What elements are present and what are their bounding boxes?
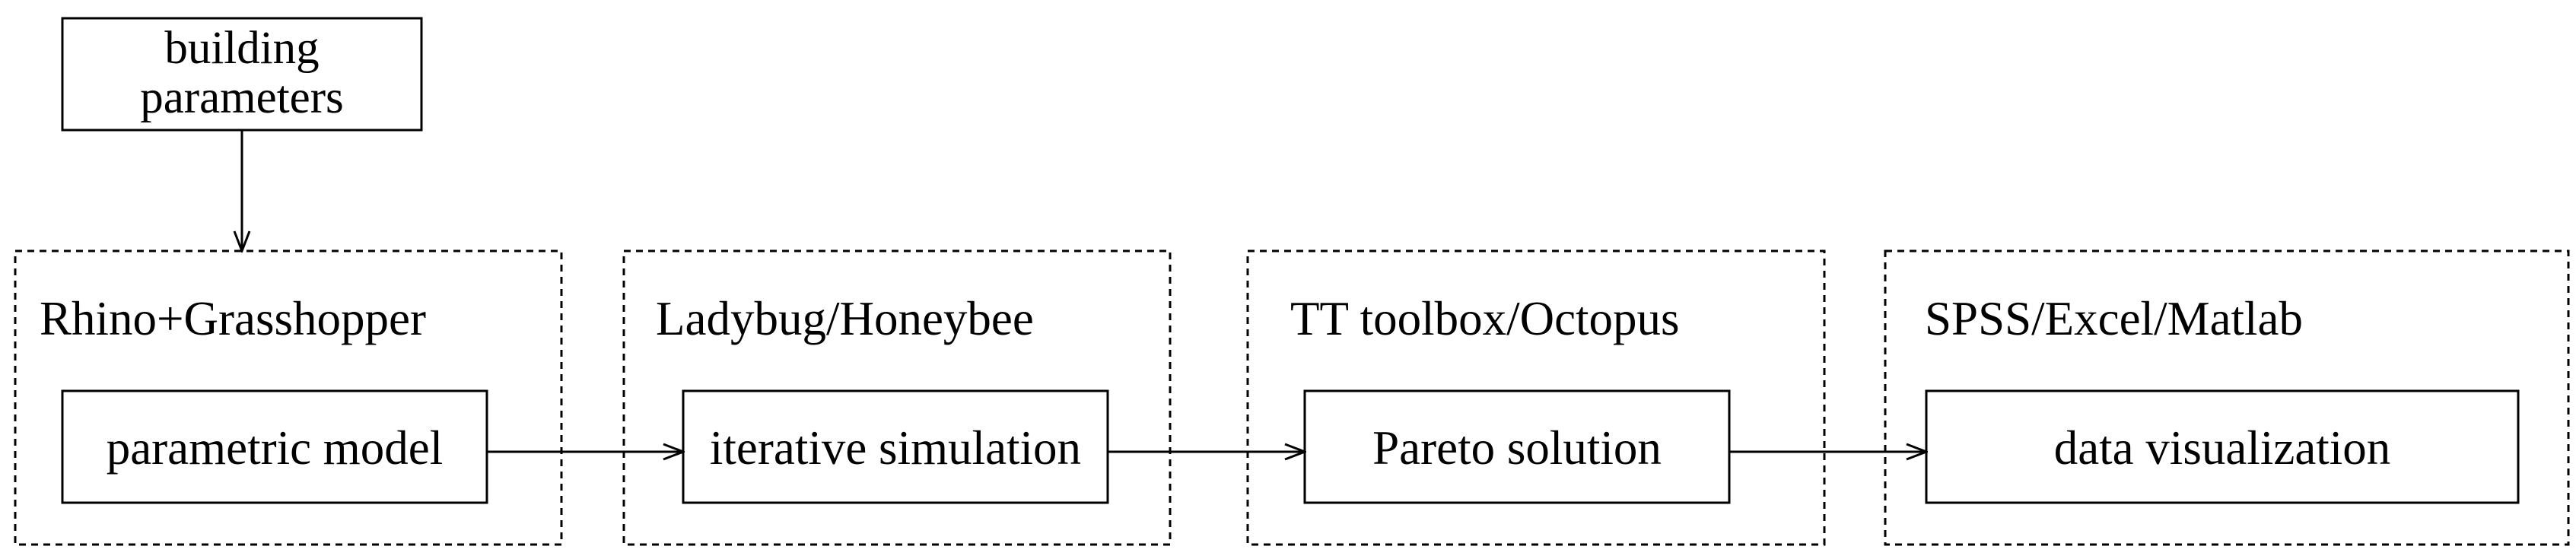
iterative-simulation-label: iterative simulation [710,421,1081,475]
parametric-model-label: parametric model [107,421,444,475]
group-title-ladybug-honeybee: Ladybug/Honeybee [656,292,1034,345]
group-title-tt-toolbox-octopus: TT toolbox/Octopus [1290,292,1680,345]
data-visualization-label: data visualization [2054,421,2391,475]
pareto-solution-label: Pareto solution [1372,421,1662,475]
iterative-simulation-node: iterative simulation [682,389,1109,504]
group-tt-toolbox-octopus: TT toolbox/Octopus Pareto solution [1246,249,1826,546]
group-title-spss-excel-matlab: SPSS/Excel/Matlab [1925,292,2303,345]
data-visualization-node: data visualization [1925,389,2520,504]
pareto-solution-node: Pareto solution [1303,389,1731,504]
group-ladybug-honeybee: Ladybug/Honeybee iterative simulation [622,249,1172,546]
group-title-rhino-grasshopper: Rhino+Grasshopper [40,292,426,345]
building-parameters-label-line1: building [164,23,319,74]
building-parameters-label-line2: parameters [140,72,344,123]
group-spss-excel-matlab: SPSS/Excel/Matlab data visualization [1884,249,2570,546]
group-rhino-grasshopper: Rhino+Grasshopper parametric model [14,249,563,546]
building-parameters-node: building parameters [61,17,423,132]
parametric-model-node: parametric model [61,389,488,504]
